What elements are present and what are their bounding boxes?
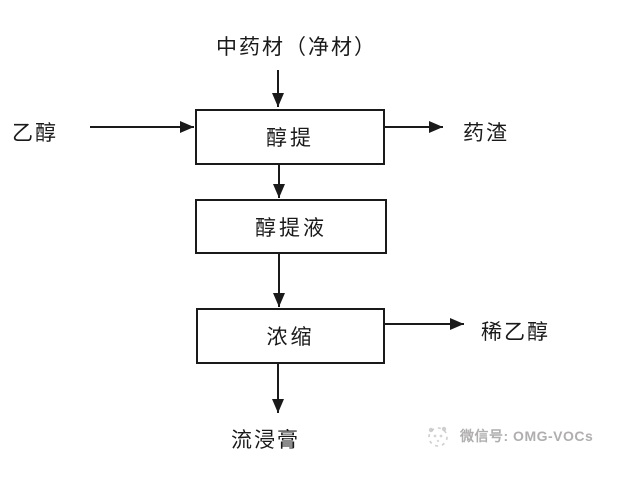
process-box-label: 醇提液 — [255, 216, 327, 240]
process-box-concentration: 浓缩 — [196, 308, 385, 364]
process-box-label: 醇提 — [266, 127, 314, 150]
residue-output-label: 药渣 — [463, 122, 509, 145]
liquid-extract-output-label: 流浸膏 — [231, 429, 300, 452]
process-box-label: 浓缩 — [266, 326, 315, 349]
panda-logo-icon — [428, 426, 448, 447]
process-box-alcohol-extraction: 醇提 — [195, 109, 385, 165]
ethanol-input-label: 乙醇 — [12, 122, 58, 145]
watermark: 微信号: OMG-VOCs — [424, 423, 593, 449]
source-material-label: 中药材（净材） — [216, 36, 377, 59]
dilute-ethanol-output-label: 稀乙醇 — [481, 321, 550, 344]
process-box-extraction-liquid: 醇提液 — [195, 199, 387, 254]
watermark-text: 微信号: OMG-VOCs — [460, 428, 594, 444]
